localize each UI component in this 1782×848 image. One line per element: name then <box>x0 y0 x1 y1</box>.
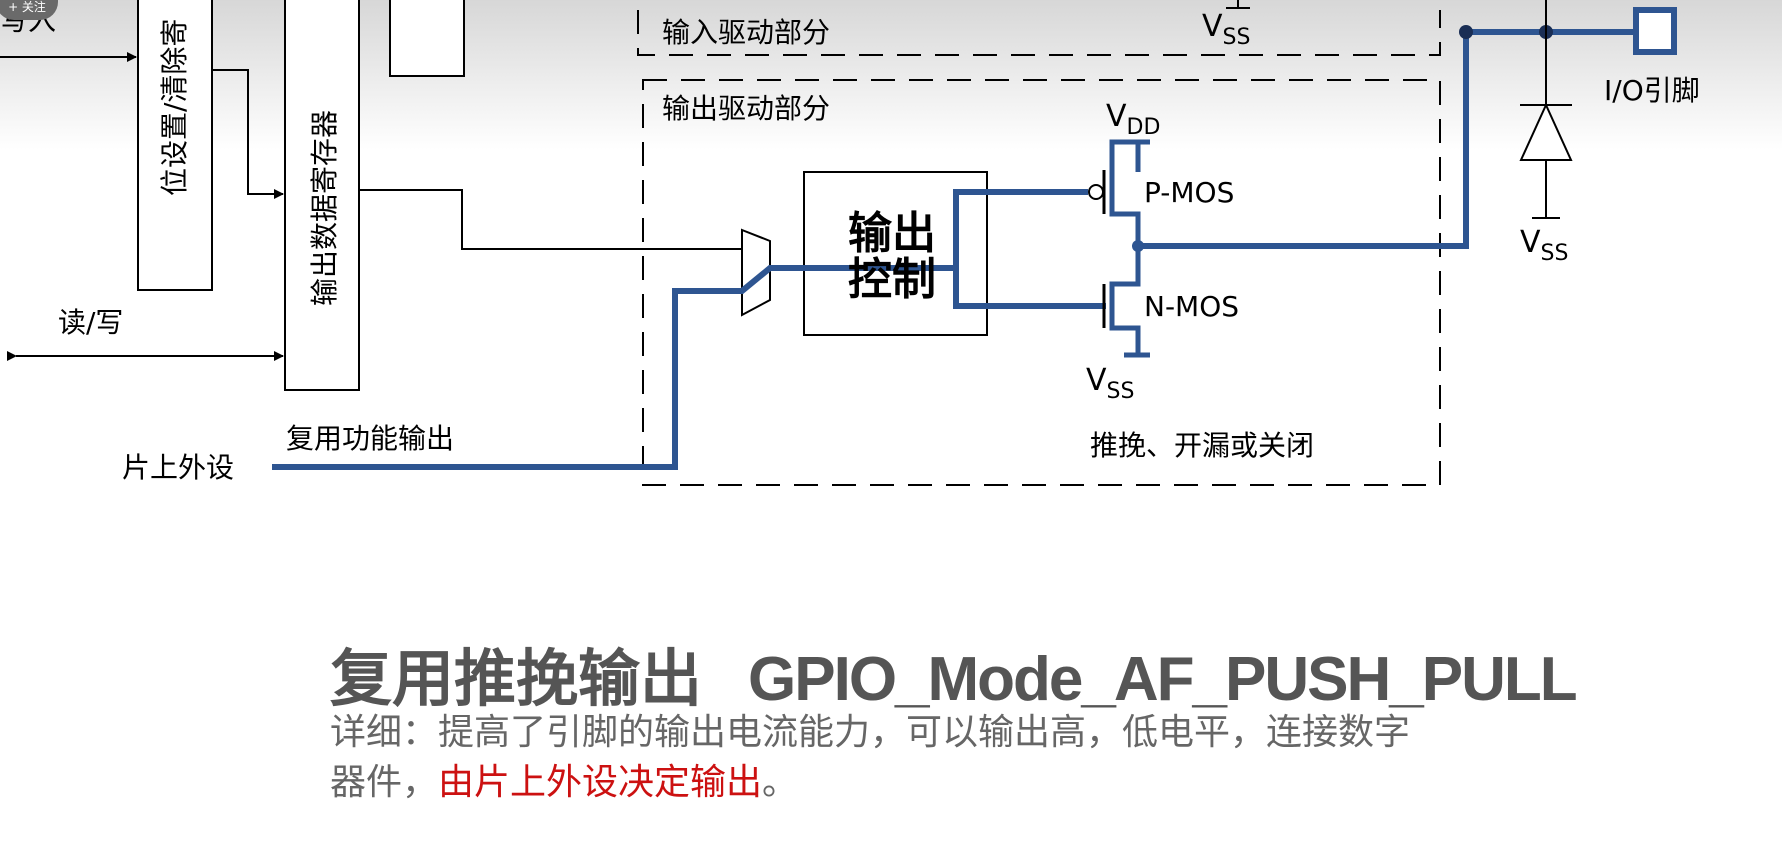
bit-set-clear-register <box>137 0 213 291</box>
read-write-label: 读/写 <box>58 306 123 339</box>
push-pull-mode-label: 推挽、开漏或关闭 <box>1090 429 1314 462</box>
io-pin-label: I/O引脚 <box>1604 74 1700 107</box>
follow-badge[interactable]: + 关注 <box>0 0 58 20</box>
page-title: 复用推挽输出 GPIO_Mode_AF_PUSH_PULL <box>330 628 1578 718</box>
output-driver-label: 输出驱动部分 <box>662 92 830 125</box>
output-data-register-label: 输出数据寄存器 <box>308 110 341 306</box>
pmos-channel <box>1109 139 1141 248</box>
multiplexer <box>741 228 771 317</box>
description-text: 详细：提高了引脚的输出电流能力，可以输出高，低电平，连接数字器件， <box>330 712 1411 803</box>
io-junction-dot-left <box>1459 25 1473 39</box>
input-driver-box <box>637 10 1441 56</box>
gpio-circuit-diagram: 写入 位设置/清除寄 输出数据寄存器 读/写 片上外设 复用功能输出 输入驱动部… <box>0 0 1700 486</box>
vss-label-top: VSS <box>1202 9 1250 50</box>
pmos-gate-bubble <box>1088 184 1104 200</box>
io-pin-pad <box>1633 7 1677 55</box>
on-chip-peripheral-label: 片上外设 <box>122 451 234 484</box>
description-end: 。 <box>762 762 799 803</box>
description: 详细：提高了引脚的输出电流能力，可以输出高，低电平，连接数字器件，由片上外设决定… <box>330 708 1430 808</box>
output-data-register <box>284 0 360 391</box>
alt-function-signal-path <box>272 265 956 470</box>
pmos-label: P-MOS <box>1144 176 1234 209</box>
nmos-channel <box>1109 248 1141 355</box>
alt-function-output-label: 复用功能输出 <box>286 422 454 455</box>
title-chinese: 复用推挽输出 <box>330 642 703 715</box>
output-control-label-line1: 输出 <box>848 208 936 259</box>
input-driver-label: 输入驱动部分 <box>662 16 830 49</box>
vss-label-diode: VSS <box>1520 225 1568 266</box>
title-code: GPIO_Mode_AF_PUSH_PULL <box>748 645 1578 714</box>
input-data-register <box>389 0 465 77</box>
diode-triangle <box>1519 102 1573 161</box>
output-driver-box <box>642 79 1441 486</box>
bit-set-clear-label: 位设置/清除寄 <box>158 19 191 196</box>
vss-label-nmos: VSS <box>1086 363 1134 404</box>
pmos-gate-drive <box>953 189 1088 268</box>
nmos-label: N-MOS <box>1144 290 1239 323</box>
vdd-label: VDD <box>1106 99 1160 140</box>
drain-to-io-line <box>1138 29 1668 249</box>
output-control-label-line2: 控制 <box>848 254 936 305</box>
description-highlight: 由片上外设决定输出 <box>438 762 763 803</box>
nmos-gate-drive <box>953 268 1106 309</box>
bsr-to-odr-arrow <box>212 69 284 199</box>
odr-to-mux-line <box>359 189 742 250</box>
drain-junction-dot <box>1132 240 1144 252</box>
